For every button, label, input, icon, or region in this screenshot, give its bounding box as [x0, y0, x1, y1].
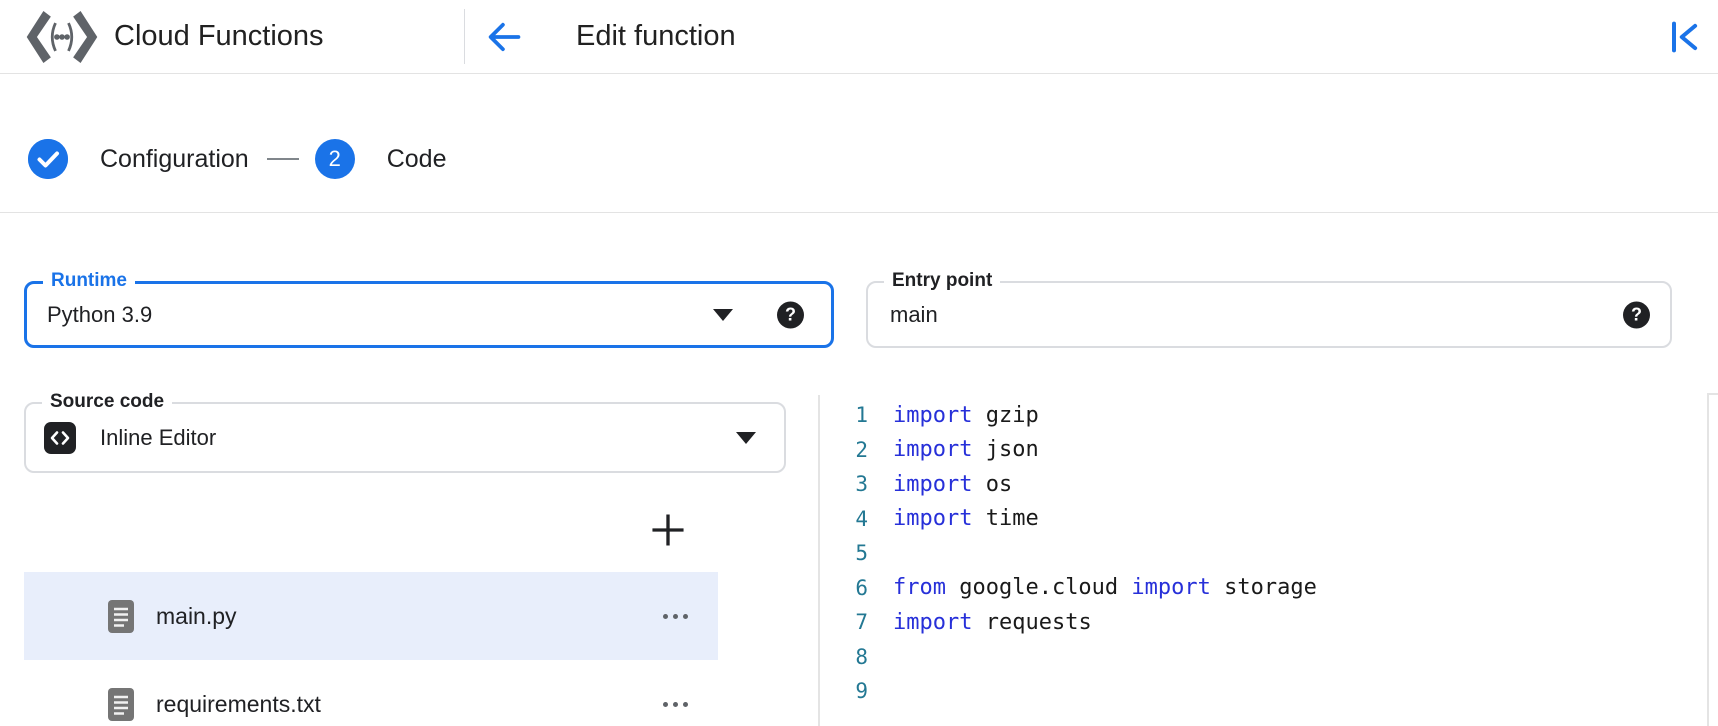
entry-point-help-icon[interactable]: ?: [1623, 301, 1650, 328]
collapse-panel-button[interactable]: [1664, 17, 1704, 57]
file-explorer: main.py requirements.txt: [24, 572, 718, 726]
line-number: 7: [855, 610, 868, 635]
add-file-button[interactable]: [648, 510, 688, 550]
runtime-value: Python 3.9: [47, 301, 153, 327]
entry-point-label: Entry point: [884, 270, 1001, 292]
step-configuration-label[interactable]: Configuration: [100, 144, 249, 173]
step-code-number-badge[interactable]: 2: [314, 139, 355, 179]
file-icon: [108, 687, 134, 721]
chevron-down-icon[interactable]: [736, 431, 756, 444]
code-line[interactable]: 8: [820, 640, 1700, 675]
file-more-button[interactable]: [657, 608, 694, 625]
inline-editor-code-icon: [44, 421, 76, 454]
editor-scrollbar-top: [1707, 393, 1718, 395]
code-text: import os: [893, 471, 1013, 497]
code-line[interactable]: 6 from google.cloud import storage: [820, 571, 1700, 606]
cloud-functions-logo-icon: [26, 11, 98, 63]
code-text: import requests: [893, 609, 1092, 635]
back-button[interactable]: [484, 17, 524, 57]
plus-icon: [652, 514, 684, 546]
header-divider: [464, 9, 465, 64]
section-divider: [0, 212, 1718, 213]
code-text: import gzip: [893, 402, 1039, 428]
code-text: from google.cloud import storage: [893, 575, 1317, 601]
runtime-help-icon[interactable]: ?: [777, 301, 804, 328]
code-line[interactable]: 5: [820, 536, 1700, 571]
entry-point-field[interactable]: Entry point main ?: [866, 270, 1672, 348]
runtime-label: Runtime: [43, 270, 135, 292]
line-number: 2: [855, 437, 868, 462]
entry-point-value: main: [890, 301, 938, 327]
collapse-left-icon: [1672, 21, 1698, 53]
line-number: 5: [855, 541, 868, 566]
line-number: 1: [855, 403, 868, 428]
step-code-label[interactable]: Code: [386, 144, 447, 173]
step-connector: [266, 158, 299, 160]
line-number: 8: [855, 644, 868, 669]
code-editor[interactable]: 1 import gzip 2 import json 3 import os 4 impor…: [820, 398, 1700, 709]
page-title: Edit function: [576, 20, 736, 52]
wizard-stepper: Configuration 2 Code: [28, 139, 446, 179]
editor-scrollbar-track[interactable]: [1707, 393, 1709, 726]
chevron-down-icon[interactable]: [713, 308, 733, 321]
file-name: main.py: [156, 602, 237, 629]
source-code-label: Source code: [42, 391, 173, 413]
step-configuration-check-icon[interactable]: [28, 139, 68, 179]
file-row-main-py[interactable]: main.py: [24, 572, 718, 660]
file-more-button[interactable]: [657, 696, 694, 713]
line-number: 3: [855, 472, 868, 497]
code-line[interactable]: 4 import time: [820, 502, 1700, 537]
file-name: requirements.txt: [156, 690, 321, 717]
source-code-value: Inline Editor: [100, 424, 217, 450]
line-number: 4: [855, 506, 868, 531]
app-header: Cloud Functions Edit function: [0, 0, 1718, 74]
line-number: 6: [855, 575, 868, 600]
app-title: Cloud Functions: [114, 20, 324, 52]
line-number: 9: [855, 679, 868, 704]
code-line[interactable]: 9: [820, 674, 1700, 709]
code-text: import time: [893, 506, 1039, 532]
source-code-select[interactable]: Source code Inline Editor: [24, 391, 786, 473]
file-icon: [108, 599, 134, 633]
code-line[interactable]: 3 import os: [820, 467, 1700, 502]
file-row-requirements-txt[interactable]: requirements.txt: [24, 660, 718, 726]
editor-divider: [818, 395, 820, 726]
arrow-left-icon: [488, 22, 521, 52]
code-line[interactable]: 1 import gzip: [820, 398, 1700, 433]
code-text: import json: [893, 437, 1039, 463]
runtime-select[interactable]: Runtime Python 3.9 ?: [24, 270, 834, 348]
code-line[interactable]: 7 import requests: [820, 605, 1700, 640]
code-line[interactable]: 2 import json: [820, 433, 1700, 468]
